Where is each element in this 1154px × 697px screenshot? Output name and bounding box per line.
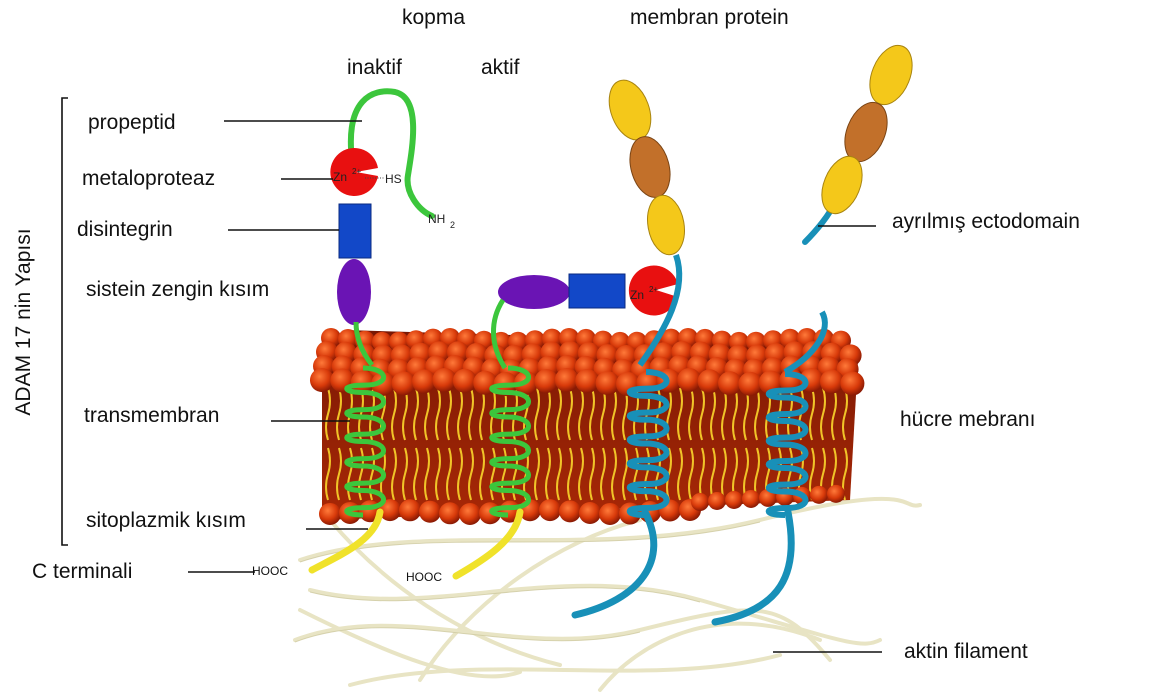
label-sistein: sistein zengin kısım [86, 278, 269, 301]
label-membran-protein: membran protein [630, 6, 789, 29]
label-inaktif: inaktif [347, 56, 402, 79]
hooc-label-inactive: HOOC [252, 564, 288, 578]
nh2-subscript: 2 [450, 220, 455, 230]
hs-label: HS [385, 172, 402, 186]
zn-label-inactive: Zn [333, 170, 347, 184]
nh2-label: NH [428, 212, 445, 226]
label-transmembran: transmembran [84, 404, 219, 427]
label-propeptid: propeptid [88, 111, 176, 134]
hooc-label-active: HOOC [406, 570, 442, 584]
zn-charge-active: 2+ [649, 285, 658, 294]
label-kopma: kopma [402, 6, 465, 29]
shed-membrane-protein [715, 39, 920, 622]
label-aktin-filament: aktin filament [904, 640, 1028, 663]
label-sitoplazmik: sitoplazmik kısım [86, 509, 246, 532]
cell-membrane [310, 328, 864, 525]
label-ayrilmis-ectodomain: ayrılmış ectodomain [892, 210, 1080, 233]
actin-filaments [295, 499, 920, 690]
label-hucre-membrani: hücre mebranı [900, 408, 1035, 431]
label-aktif: aktif [481, 56, 520, 79]
label-adam17-yapisi: ADAM 17 nin Yapısı [12, 228, 35, 415]
label-c-terminali: C terminali [32, 560, 132, 583]
label-disintegrin: disintegrin [77, 218, 173, 241]
label-metaloproteaz: metaloproteaz [82, 167, 215, 190]
zn-charge-inactive: 2+ [352, 167, 361, 176]
zn-label-active: Zn [630, 288, 644, 302]
